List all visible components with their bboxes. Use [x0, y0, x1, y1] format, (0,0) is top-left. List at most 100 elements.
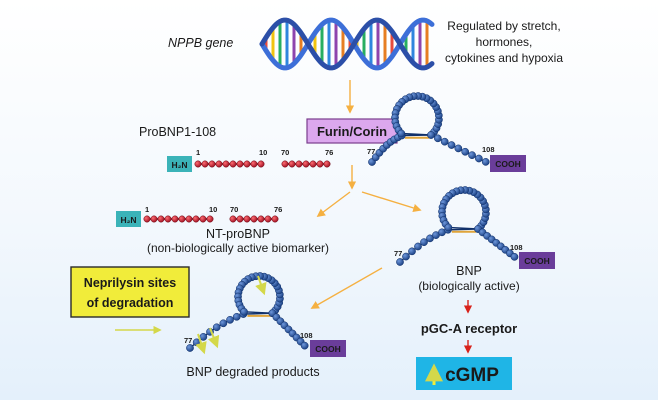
residue-bead — [215, 160, 223, 168]
residue-bead — [264, 215, 272, 223]
gene-regulation-line-2: hormones, — [476, 35, 533, 49]
residue-bead — [240, 307, 248, 316]
arrow-to-bnp — [361, 191, 422, 213]
residue-bead — [157, 215, 165, 223]
residue-bead — [199, 215, 207, 223]
ntprobnp-residue-76: 76 — [274, 205, 282, 214]
dna-strand — [259, 17, 435, 71]
bnp-label: BNP — [456, 264, 482, 278]
bnp-residue-77: 77 — [394, 249, 402, 258]
probnp-red-chain-70-76 — [281, 160, 331, 168]
residue-bead — [408, 247, 416, 256]
residue-bead — [444, 223, 453, 232]
probnp-residue-70: 70 — [281, 148, 289, 157]
ntprobnp-red-chain-1-10 — [143, 215, 214, 223]
residue-bead — [454, 144, 463, 153]
probnp-residue-108: 108 — [482, 145, 495, 154]
probnp-residue-76: 76 — [325, 148, 333, 157]
residue-bead — [222, 160, 230, 168]
residue-bead — [232, 312, 241, 321]
residue-bead — [229, 215, 237, 223]
residue-bead — [427, 131, 435, 139]
ntprobnp-label: NT-proBNP — [206, 227, 270, 241]
residue-bead — [236, 160, 244, 168]
residue-bead — [414, 242, 422, 251]
residue-bead — [461, 147, 470, 156]
cleavage-arrows-icon — [195, 275, 267, 355]
residue-bead — [309, 160, 317, 168]
bnp-c-terminus: COOH — [524, 256, 550, 266]
ntprobnp-n-terminus-box — [116, 211, 141, 227]
residue-bead — [397, 129, 406, 138]
residue-bead — [316, 160, 324, 168]
arrow-to-ntprobnp — [316, 191, 351, 218]
residue-bead — [295, 160, 303, 168]
residue-bead — [440, 137, 449, 146]
dna-helix-icon — [259, 17, 435, 71]
receptor-label: pGC-A receptor — [421, 321, 517, 336]
residue-bead — [257, 215, 265, 223]
degraded-c-terminus: COOH — [315, 344, 341, 354]
residue-bead — [281, 160, 289, 168]
probnp-residue-1: 1 — [196, 148, 200, 157]
residue-bead — [420, 238, 428, 246]
neprilysin-box — [70, 266, 190, 318]
residue-bead — [164, 215, 172, 223]
residue-bead — [250, 215, 258, 223]
residue-bead — [194, 160, 202, 168]
degraded-residue-77: 77 — [184, 336, 192, 345]
residue-bead — [185, 215, 193, 223]
ntprobnp-red-chain-70-76 — [229, 215, 279, 223]
residue-bead — [468, 151, 476, 159]
residue-bead — [212, 323, 221, 332]
residue-bead — [323, 160, 331, 168]
cgmp-label: cGMP — [445, 365, 499, 386]
ntprobnp-n-terminus: H₂N — [120, 215, 136, 225]
residue-bead — [288, 160, 296, 168]
probnp-residue-10: 10 — [259, 148, 267, 157]
residue-bead — [171, 215, 179, 223]
residue-bead — [434, 134, 442, 143]
ntprobnp-residue-70: 70 — [230, 205, 238, 214]
bnp-residue-108: 108 — [510, 243, 523, 252]
residue-bead — [201, 160, 209, 168]
probnp-label: ProBNP1-108 — [139, 125, 216, 139]
residue-bead — [271, 215, 279, 223]
ntprobnp-sublabel: (non-biologically active biomarker) — [147, 241, 329, 255]
gene-regulation-line-3: cytokines and hypoxia — [445, 51, 563, 65]
residue-bead — [178, 215, 186, 223]
residue-bead — [226, 315, 234, 324]
gene-regulation-line-1: Regulated by stretch, — [447, 19, 560, 33]
probnp-n-terminus-box — [167, 156, 192, 172]
gene-label: NPPB gene — [168, 36, 233, 50]
residue-bead — [481, 158, 490, 166]
probnp-c-terminus-box — [490, 155, 526, 172]
probnp-blue-loop — [368, 92, 490, 166]
bnp-sublabel: (biologically active) — [418, 279, 519, 293]
neprilysin-line-1: Neprilysin sites — [84, 276, 176, 290]
dna-strand — [259, 17, 435, 71]
probnp-c-terminus: COOH — [495, 159, 521, 169]
bnp-c-terminus-box — [519, 252, 555, 269]
probnp-red-chain-1-10 — [194, 160, 265, 168]
residue-bead — [426, 234, 434, 243]
residue-bead — [243, 215, 251, 223]
residue-bead — [250, 160, 258, 168]
residue-bead — [208, 160, 216, 168]
residue-bead — [150, 215, 158, 223]
bnp-blue-loop — [396, 186, 519, 266]
residue-bead — [206, 215, 214, 223]
residue-bead — [219, 319, 228, 328]
probnp-residue-77: 77 — [367, 147, 375, 156]
residue-bead — [447, 141, 456, 149]
ntprobnp-residue-1: 1 — [145, 205, 149, 214]
residue-bead — [243, 160, 251, 168]
chain-backbone — [399, 189, 515, 263]
residue-bead — [302, 160, 310, 168]
residue-bead — [475, 154, 483, 163]
residue-bead — [396, 258, 404, 266]
residue-bead — [300, 341, 309, 350]
residue-bead — [192, 215, 200, 223]
enzyme-label: Furin/Corin — [317, 124, 387, 139]
